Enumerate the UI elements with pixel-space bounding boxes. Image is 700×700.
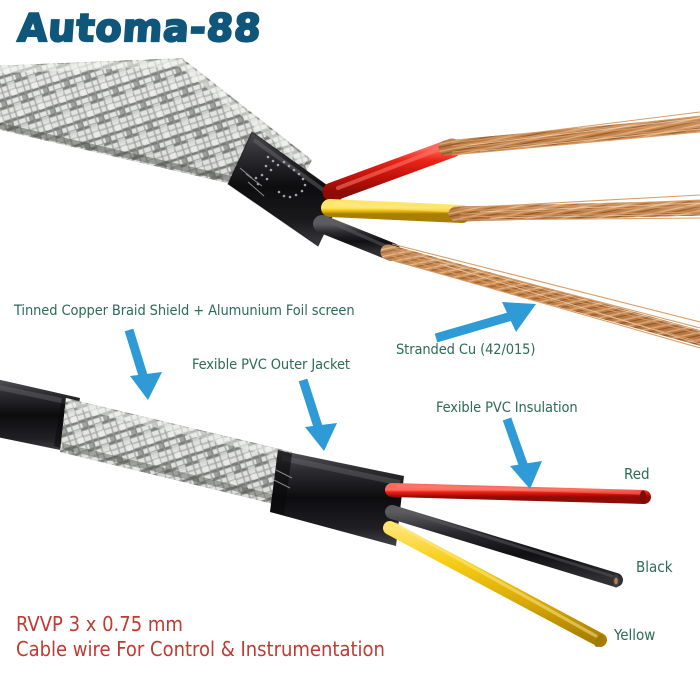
top-conductor-black (313, 215, 700, 349)
wire-label-red: Red (624, 465, 650, 483)
top-black-copper-strands (380, 243, 700, 349)
top-yellow-copper-strands (448, 194, 700, 222)
top-conductor-yellow (321, 194, 700, 223)
wire-label-black: Black (636, 558, 673, 576)
label-pvc-insulation: Fexible PVC Insulation (436, 400, 578, 416)
caption-line-1: RVVP 3 x 0.75 mm (16, 612, 183, 636)
arrow-pvc-insulation (502, 417, 542, 489)
top-red-copper-strands (438, 111, 700, 156)
wire-label-yellow: Yellow (614, 626, 656, 644)
arrow-outer-jacket (298, 378, 337, 451)
bottom-conductor-yellow (383, 521, 607, 647)
arrow-stranded-cu (434, 302, 536, 343)
bottom-cable-assembly (0, 379, 651, 647)
label-stranded-cu: Stranded Cu (42/015) (396, 342, 536, 358)
bottom-conductor-red (385, 483, 651, 504)
top-outer-jacket (227, 131, 343, 247)
arrow-braid-shield (124, 328, 162, 400)
top-conductor-red (322, 111, 700, 202)
bottom-outer-jacket-right (270, 450, 404, 546)
top-cable-assembly (0, 58, 700, 349)
caption-line-2: Cable wire For Control & Instrumentation (16, 637, 385, 661)
bottom-conductor-black (385, 505, 623, 588)
bottom-braid-shield (60, 398, 292, 506)
label-braid-shield: Tinned Copper Braid Shield + Alumunium F… (14, 303, 355, 319)
top-braid-shield (0, 58, 312, 198)
label-outer-jacket: Fexible PVC Outer Jacket (192, 357, 350, 373)
product-caption: RVVP 3 x 0.75 mm Cable wire For Control … (16, 612, 385, 662)
brand-logo: Automa-88 (15, 5, 264, 51)
